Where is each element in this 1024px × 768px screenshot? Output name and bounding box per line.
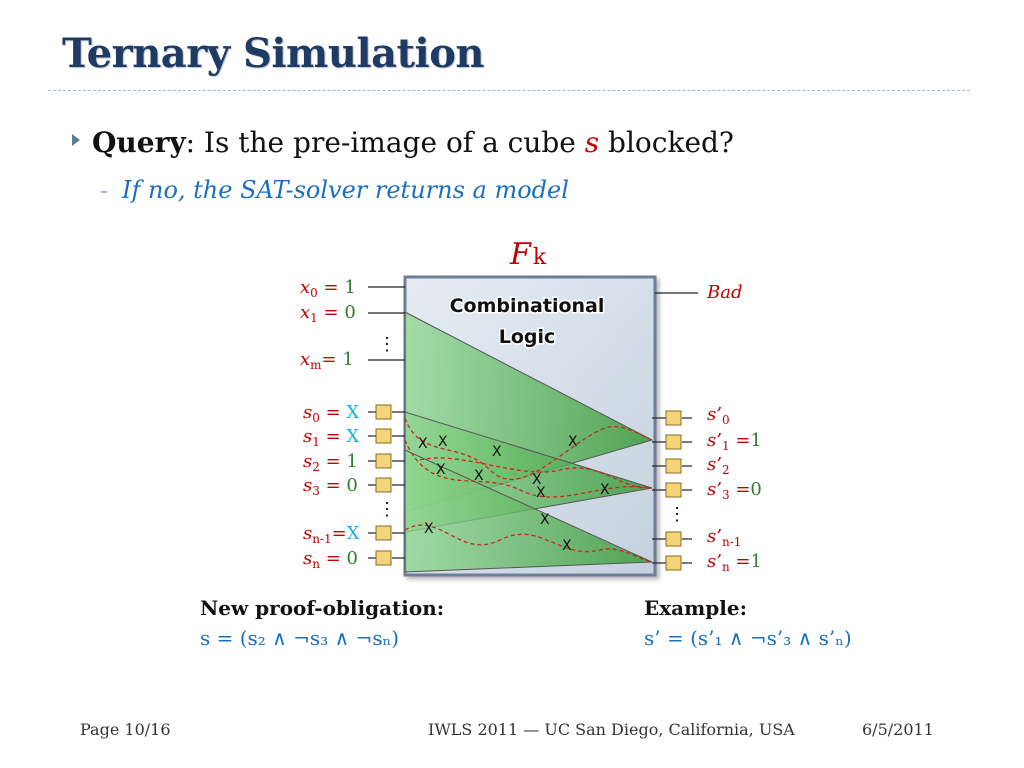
footer-date: 6/5/2011 [862, 720, 934, 739]
example-title: Example: [644, 596, 747, 620]
state-out-label-s1: s’1 =1 [707, 430, 762, 453]
x-marks: X X X X X X X X X X X X [418, 434, 610, 554]
bad-label: Bad [706, 282, 742, 303]
box-label-line2: Logic [499, 326, 556, 348]
input-label-x0: x0 = 1 [300, 277, 356, 300]
state-out-label-s0: s’0 [707, 404, 730, 427]
input-label-xm: xm= 1 [300, 349, 354, 372]
latch-out-s2 [665, 458, 682, 474]
x-mark: X [438, 434, 448, 450]
latch-out-s3 [665, 482, 682, 498]
x-mark: X [492, 444, 502, 460]
frame-label-sub: k [533, 245, 547, 270]
latch-in-sn-1 [375, 525, 392, 541]
state-in-label-sn-1: sn-1=X [303, 523, 360, 546]
vdots-right: ⋮ [668, 504, 686, 525]
x-mark: X [568, 434, 578, 450]
state-in-label-s3: s3 = 0 [303, 475, 358, 498]
x-mark: X [540, 512, 550, 528]
state-out-labels: s’0 s’1 =1 s’2 s’3 =0 s’n-1 s’n =1 [707, 404, 762, 574]
x-mark: X [600, 482, 610, 498]
state-out-label-s3: s’3 =0 [707, 479, 762, 502]
subbullet-dash-icon: – [100, 181, 108, 200]
frame-label: Fk [509, 237, 547, 272]
vdots-left: ⋮ [378, 499, 396, 520]
frame-label-main: F [509, 237, 532, 272]
state-in-label-sn: sn = 0 [303, 548, 358, 571]
title-divider [48, 90, 970, 91]
state-in-label-s0: s0 = X [303, 402, 359, 425]
input-label-x1: x1 = 0 [300, 302, 356, 325]
x-mark: X [418, 436, 428, 452]
state-in-label-s1: s1 = X [303, 426, 359, 449]
vdots-inputs: ⋮ [378, 334, 396, 355]
latch-out-s0 [665, 410, 682, 426]
x-mark: X [532, 472, 542, 488]
latch-in-s2 [375, 453, 392, 469]
latch-out-s1 [665, 434, 682, 450]
state-out-label-sn: s’n =1 [707, 551, 762, 574]
state-in-label-s2: s2 = 1 [303, 451, 358, 474]
input-wires [368, 286, 698, 361]
footer-venue: IWLS 2011 — UC San Diego, California, US… [428, 720, 795, 739]
bullet-var: s [584, 126, 600, 159]
state-out-label-s2: s’2 [707, 454, 730, 477]
state-out-label-sn-1: s’n-1 [707, 526, 741, 549]
latch-out-sn [665, 555, 682, 571]
x-mark: X [536, 485, 546, 501]
bullet-bold: Query [92, 126, 186, 159]
subbullet-text: If no, the SAT-solver returns a model [122, 176, 569, 204]
latch-out-sn-1 [665, 531, 682, 547]
bullet-arrow-icon [72, 134, 80, 146]
latch-in-s0 [375, 404, 392, 420]
left-latches: ⋮ [368, 404, 405, 566]
input-labels: x0 = 1 x1 = 0 xm= 1 ⋮ [300, 277, 396, 372]
right-latches: ⋮ [652, 410, 692, 571]
latch-in-sn [375, 550, 392, 566]
slide-title: Ternary Simulation [62, 30, 484, 77]
latch-in-s1 [375, 428, 392, 444]
x-mark: X [424, 521, 434, 537]
bullet-query: Query: Is the pre-image of a cube s bloc… [72, 126, 734, 159]
obligation-title: New proof-obligation: [200, 596, 445, 620]
subbullet: –If no, the SAT-solver returns a model [100, 176, 569, 204]
x-mark: X [562, 538, 572, 554]
example-formula: s’ = (s’₁ ∧ ¬s’₃ ∧ s’ₙ) [644, 626, 852, 650]
box-label-line1: Combinational [450, 295, 605, 317]
footer-page: Page 10/16 [80, 720, 171, 739]
state-in-labels: s0 = X s1 = X s2 = 1 s3 = 0 sn-1=X sn = … [303, 402, 360, 571]
latch-in-s3 [375, 477, 392, 493]
x-mark: X [474, 468, 484, 484]
x-propagation-paths [404, 417, 653, 563]
bullet-text-after: blocked? [599, 126, 734, 159]
obligation-formula: s = (s₂ ∧ ¬s₃ ∧ ¬sₙ) [200, 626, 400, 650]
bullet-text-before: : Is the pre-image of a cube [185, 126, 585, 159]
x-mark: X [436, 462, 446, 478]
